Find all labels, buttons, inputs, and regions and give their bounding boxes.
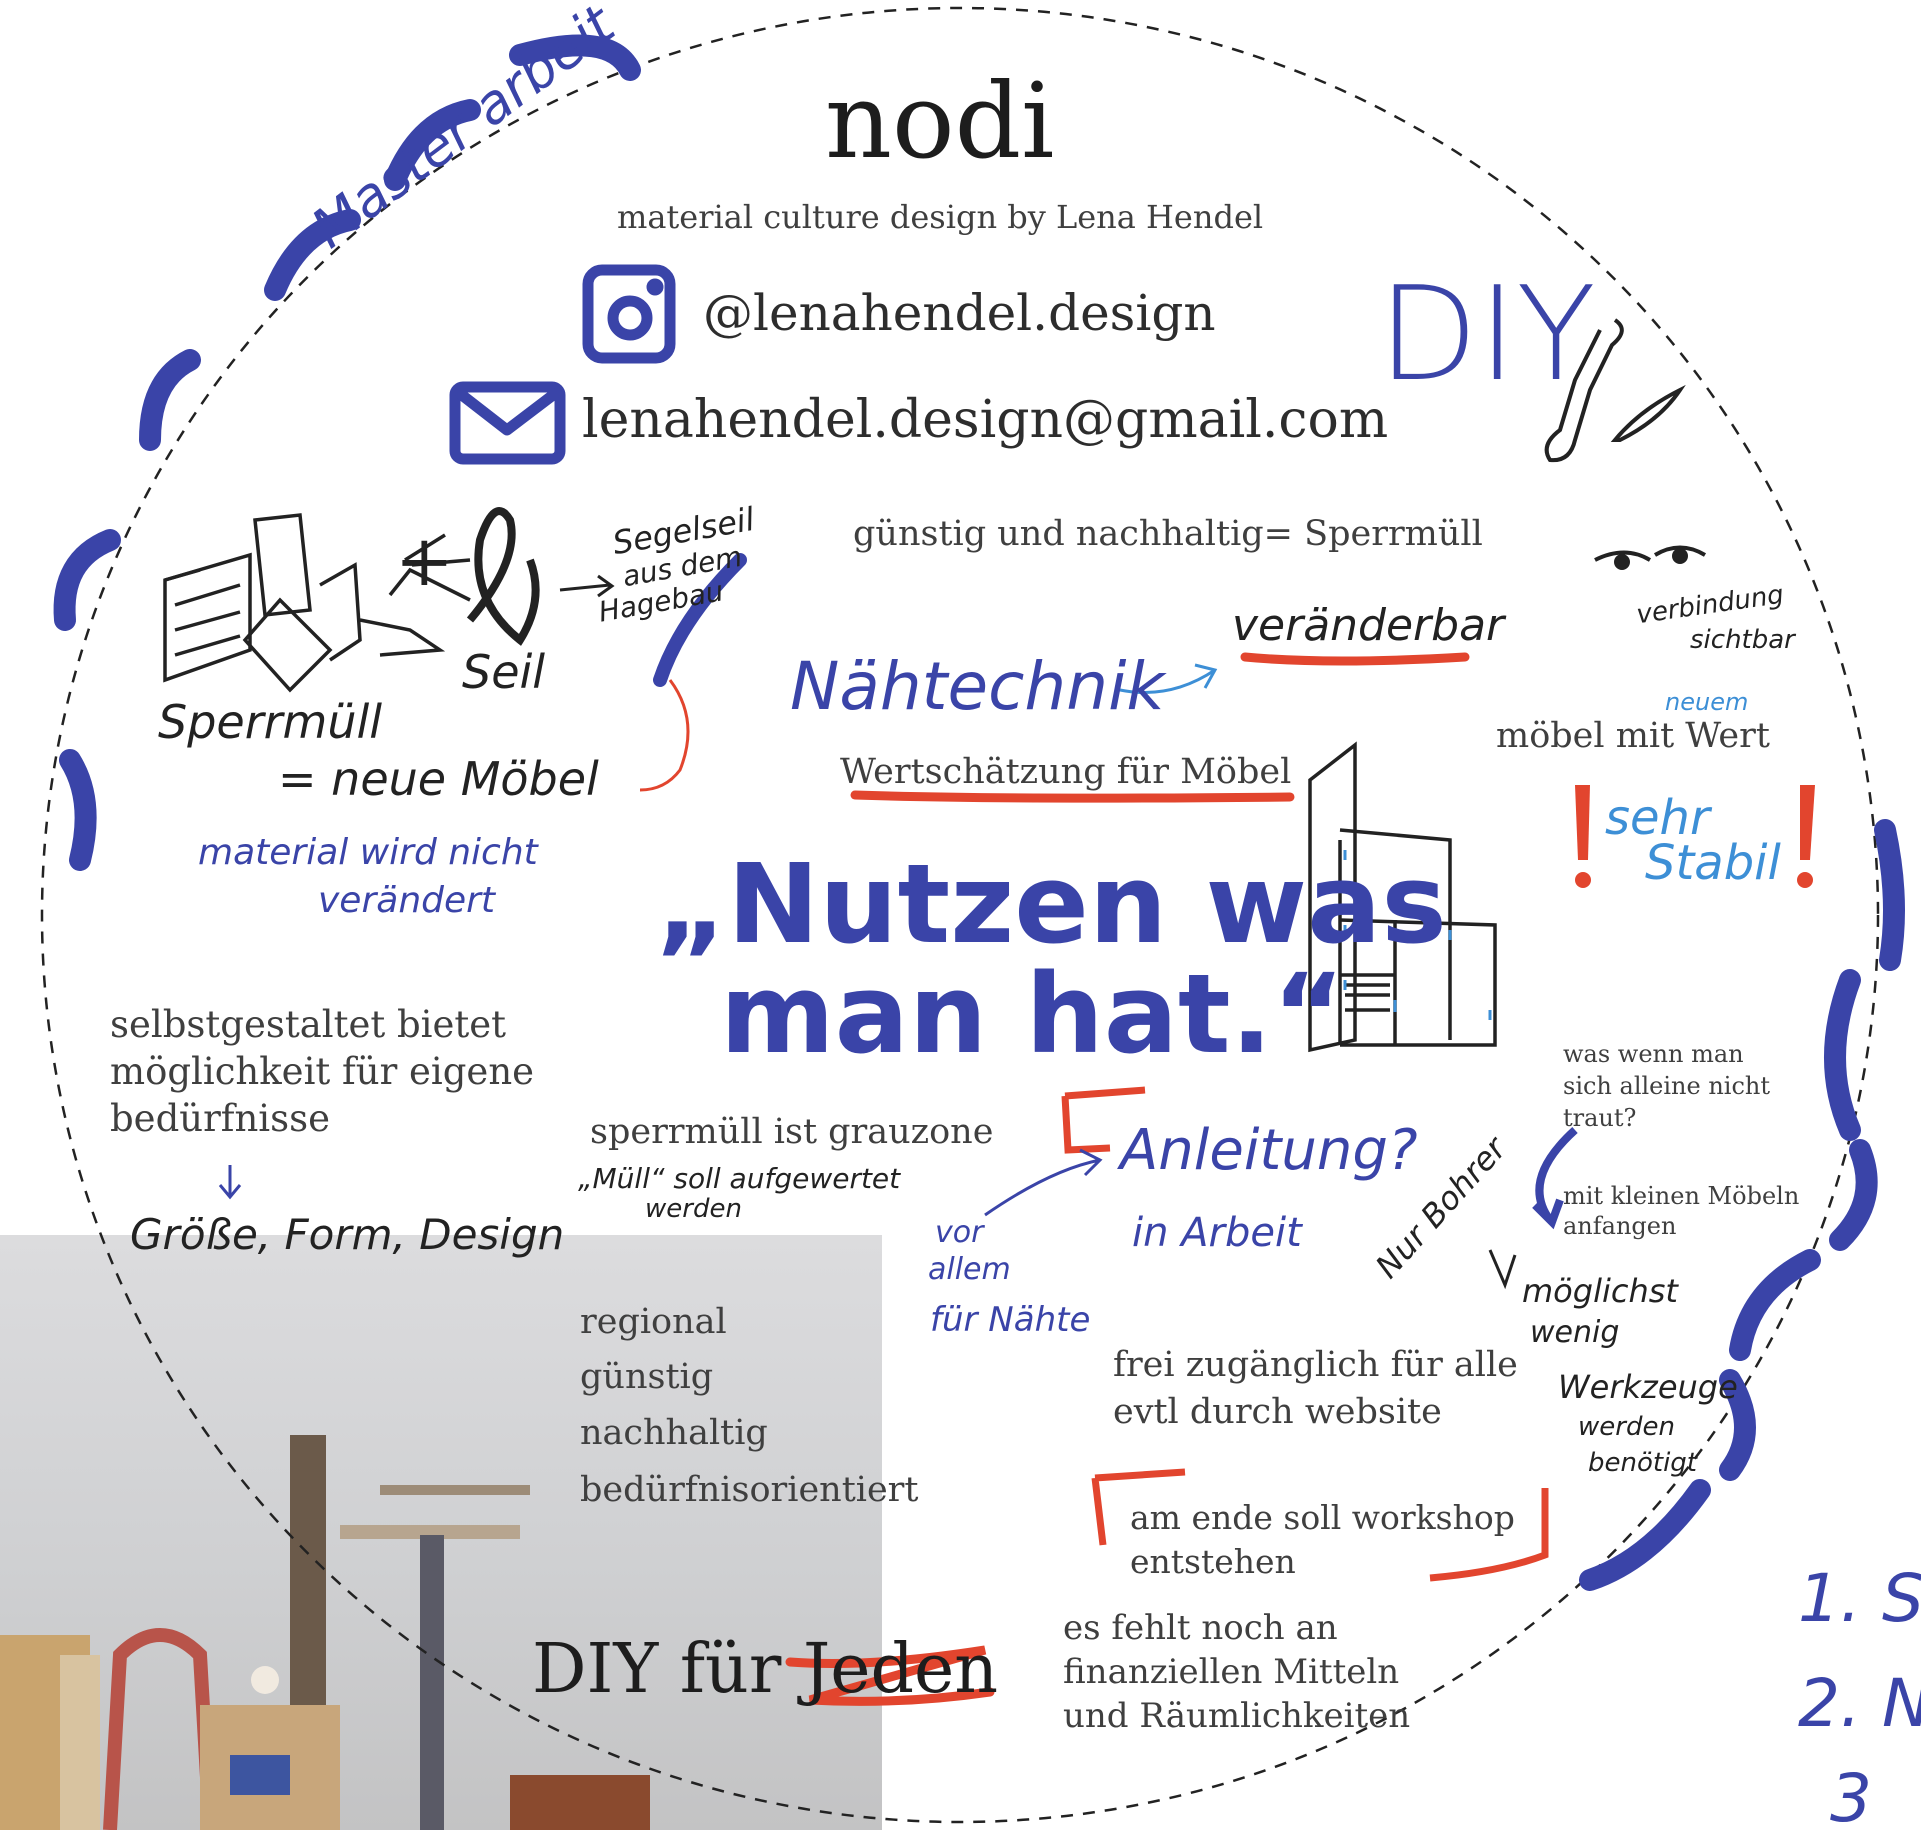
numbered-item-3: 3 <box>1830 1760 1872 1837</box>
note-fehlt-3: und Räumlichkeiten <box>1063 1696 1411 1736</box>
arrow-down-groesse <box>218 1165 242 1200</box>
note-guenstig-nachhaltig: günstig und nachhaltig= Sperrmüll <box>853 514 1483 554</box>
furniture-photo-drawing <box>0 1435 650 1830</box>
diy-fuer-jeden: DIY für Jeden <box>532 1630 999 1709</box>
list-item-nachhaltig: nachhaltig <box>580 1413 768 1453</box>
note-klein-2: anfangen <box>1563 1212 1677 1240</box>
note-moeglichst-1: möglichst <box>1522 1272 1678 1310</box>
quote-line-2: man hat.“ <box>720 950 1345 1078</box>
instagram-icon <box>582 264 676 364</box>
note-moeglichst-5: benötigt <box>1588 1448 1698 1478</box>
note-anleitung: Anleitung? <box>1120 1118 1418 1183</box>
list-item-regional: regional <box>580 1302 727 1342</box>
note-workshop-1: am ende soll workshop <box>1130 1498 1515 1537</box>
note-muell-1: „Müll“ soll aufgewertet <box>578 1162 901 1195</box>
note-selbst-1: selbstgestaltet bietet <box>110 1003 507 1046</box>
furniture-photo <box>0 1235 882 1830</box>
wrench-needle-icon <box>1544 318 1686 463</box>
plus-sign: + <box>395 520 454 602</box>
note-sperrmuell: Sperrmüll <box>158 695 383 749</box>
note-moeglichst-3: Werkzeuge <box>1558 1368 1738 1406</box>
instagram-handle[interactable]: @lenahendel.design <box>703 284 1216 342</box>
arrow-naehtechnik <box>1119 663 1218 694</box>
note-wertschaetzung: Wertschätzung für Möbel <box>840 752 1292 792</box>
note-frei-1: frei zugänglich für alle <box>1113 1345 1518 1385</box>
note-selbst-2: möglichkeit für eigene <box>110 1050 535 1093</box>
numbered-item-1: 1. S <box>1798 1560 1921 1637</box>
red-underlines <box>785 652 1470 1706</box>
dashed-circle <box>40 6 1880 1824</box>
list-item-guenstig: günstig <box>580 1357 714 1397</box>
note-allem: allem <box>928 1252 1011 1287</box>
note-neue-moebel: = neue Möbel <box>278 752 599 806</box>
subtitle: material culture design by Lena Hendel <box>617 198 1264 236</box>
note-klein-1: mit kleinen Möbeln <box>1563 1182 1800 1210</box>
note-frei-2: evtl durch website <box>1113 1392 1442 1432</box>
rope-sketch <box>466 507 540 646</box>
furniture-sketch <box>163 513 471 693</box>
note-workshop-2: entstehen <box>1130 1542 1296 1581</box>
list-item-beduerfnisorientiert: bedürfnisorientiert <box>580 1470 919 1510</box>
exclamation-marks <box>1575 785 1815 888</box>
note-veraenderbar: veränderbar <box>1232 600 1505 651</box>
eyes-icon <box>1594 545 1707 570</box>
note-neuem: neuem <box>1665 688 1749 716</box>
note-fuer-naehte: für Nähte <box>930 1300 1091 1340</box>
note-stabil: Stabil <box>1645 835 1781 891</box>
note-naehtechnik: Nähtechnik <box>790 648 1165 725</box>
note-moeglichst-4: werden <box>1578 1412 1675 1442</box>
note-was-wenn-2: sich alleine nicht <box>1563 1072 1771 1100</box>
page-title: nodi <box>825 60 1055 182</box>
numbered-item-2: 2. N <box>1798 1665 1921 1742</box>
note-fehlt-2: finanziellen Mitteln <box>1063 1652 1400 1692</box>
note-was-wenn-3: traut? <box>1563 1104 1637 1132</box>
mail-icon <box>449 381 566 465</box>
note-vor: vor <box>935 1215 984 1250</box>
note-diy: DIY <box>1378 258 1596 410</box>
arrow-to-segelseil <box>559 574 615 598</box>
shelf-sketch <box>1308 741 1497 1053</box>
note-sehr: sehr <box>1605 790 1710 846</box>
shelf-stitches <box>1343 850 1492 1020</box>
note-groesse-form-design: Größe, Form, Design <box>130 1210 565 1259</box>
note-material-1: material wird nicht <box>198 832 538 873</box>
quote-line-1: „Nutzen was <box>655 840 1447 968</box>
note-grauzone: sperrmüll ist grauzone <box>590 1112 994 1152</box>
blue-wavy-border <box>53 34 1905 1591</box>
arrow-nur-bohrer <box>1488 1249 1517 1290</box>
arrow-was-wenn <box>1532 1127 1578 1230</box>
note-fehlt-1: es fehlt noch an <box>1063 1608 1338 1648</box>
red-brackets <box>1061 1086 1549 1582</box>
note-seil: Seil <box>462 645 546 699</box>
arrow-to-anleitung <box>984 1148 1103 1217</box>
note-moebel-mit-wert: möbel mit Wert <box>1496 716 1770 756</box>
note-moeglichst-2: wenig <box>1530 1315 1620 1350</box>
note-verbindung-2: sichtbar <box>1690 625 1795 655</box>
note-was-wenn-1: was wenn man <box>1563 1040 1744 1068</box>
note-selbst-3: bedürfnisse <box>110 1097 331 1140</box>
red-connector <box>639 679 690 792</box>
email-address[interactable]: lenahendel.design@gmail.com <box>582 390 1389 450</box>
note-material-2: verändert <box>318 880 496 921</box>
note-in-arbeit: in Arbeit <box>1132 1210 1302 1256</box>
note-muell-2: werden <box>645 1194 742 1224</box>
